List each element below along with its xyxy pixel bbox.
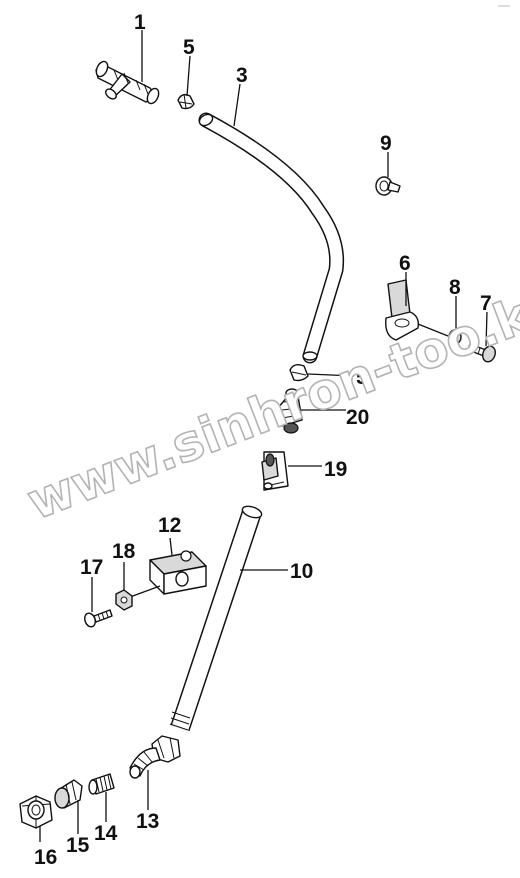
label-16: 16 [34, 846, 57, 869]
label-5-top: 5 [183, 36, 195, 59]
label-1: 1 [134, 11, 146, 34]
label-5-middle: 5 [356, 366, 368, 389]
bolt-part [467, 343, 496, 363]
union-nut-part [19, 795, 53, 829]
label-15: 15 [66, 834, 90, 857]
label-14: 14 [94, 822, 118, 845]
washer-part [448, 329, 462, 345]
label-13: 13 [136, 810, 159, 833]
label-12: 12 [158, 514, 181, 537]
fuel-tap-part [261, 451, 289, 491]
elbow-fitting-part [129, 735, 181, 779]
mounting-block-part [149, 550, 207, 595]
label-8: 8 [449, 276, 461, 299]
fuel-filter-part [88, 773, 115, 795]
label-9: 9 [380, 132, 392, 155]
t-connector-part [95, 60, 160, 105]
bracket-part [385, 279, 420, 341]
hose-fitting-part [277, 388, 303, 434]
label-6: 6 [399, 252, 411, 275]
label-10: 10 [290, 560, 313, 583]
label-20: 20 [346, 406, 369, 429]
label-19: 19 [324, 458, 347, 481]
spring-clamp-part [375, 176, 401, 196]
hose-clamp-top-part [177, 93, 195, 110]
nut-part [115, 589, 133, 611]
upper-hose-part [198, 112, 345, 364]
label-3: 3 [236, 64, 248, 87]
hose-clamp-middle-part [289, 363, 309, 382]
label-18: 18 [112, 540, 136, 563]
watermark-text: www.sinhron-too.kz [20, 276, 520, 531]
adapter-fitting-part [54, 779, 83, 809]
screw-part [84, 609, 113, 628]
label-7: 7 [480, 292, 492, 315]
label-17: 17 [80, 556, 103, 579]
lower-hose-part [169, 505, 263, 732]
